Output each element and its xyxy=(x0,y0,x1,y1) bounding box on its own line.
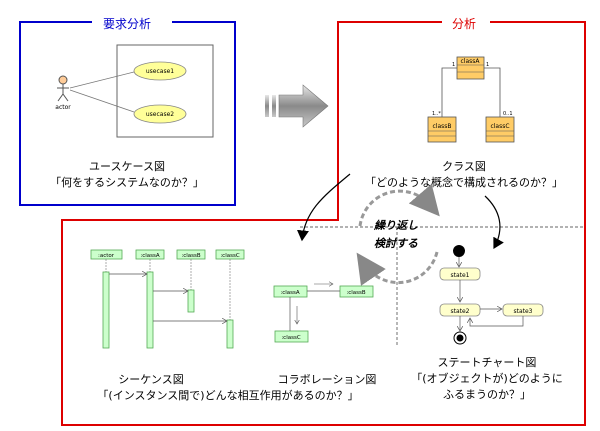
system-boundary xyxy=(116,44,214,138)
requirements-frame: 要求分析 actor usecase1 usecase2 ユースケース図 「何を… xyxy=(19,13,236,206)
final-state-dot xyxy=(456,334,464,342)
lifeline-classC-label: :classC xyxy=(220,253,240,259)
iteration-cycle: 繰り返し 検討する xyxy=(356,183,440,286)
analysis-title: 分析 xyxy=(452,17,476,31)
assoc-A-C xyxy=(484,67,501,117)
usecase-question: 「何をするシステムなのか？」 xyxy=(50,176,204,189)
lifeline-actor-box xyxy=(90,249,123,260)
assoc-A-B xyxy=(441,67,457,117)
activation-classA xyxy=(146,271,154,349)
statechart-question-line2: ふるまうのか？」 xyxy=(443,388,531,401)
collaboration-caption: コラボレーション図 xyxy=(278,373,377,386)
analysis-frame: 分析 xyxy=(61,13,586,426)
state3-label: state3 xyxy=(513,308,532,315)
activation-classB xyxy=(187,289,195,313)
requirements-title: 要求分析 xyxy=(103,17,151,31)
curve-arrow-left xyxy=(296,173,351,242)
mult-c: 0..1 xyxy=(503,111,513,117)
activation-actor xyxy=(102,271,110,349)
classB-box xyxy=(427,116,457,143)
classA-label: classA xyxy=(461,58,481,65)
collab-classC-label: :classC xyxy=(281,335,301,341)
interaction-question: 「(インスタンス間で)どんな相互作用があるのか？」 xyxy=(97,388,358,402)
mult-a1: 1 xyxy=(452,62,455,68)
usecase1-ellipse xyxy=(133,61,187,81)
sequence-caption: シーケンス図 xyxy=(118,373,183,386)
class-caption: クラス図 xyxy=(442,160,486,173)
mult-b: 1..* xyxy=(432,111,441,117)
requirements-title-bg xyxy=(92,13,172,31)
collab-classA-label: :classA xyxy=(280,290,300,296)
sequence-diagram: :actor :classA :classB :classC シーケンス図 xyxy=(90,249,245,386)
collab-classB-label: :classB xyxy=(346,290,366,296)
usecase1-label: usecase1 xyxy=(146,68,174,75)
flow-arrow xyxy=(265,84,329,128)
curve-arrow-right xyxy=(484,195,504,250)
usecase2-label: usecase2 xyxy=(146,111,174,118)
lifeline-actor-label: :actor xyxy=(98,253,115,259)
mult-a2: 1 xyxy=(486,62,489,68)
actor-figure xyxy=(57,75,69,102)
actor-usecase1-link xyxy=(69,71,135,89)
iteration-label-line1: 繰り返し xyxy=(373,219,418,232)
class-question: 「どのような概念で構成されるのか？」 xyxy=(365,175,563,189)
statechart-diagram: state1 state2 state3 ステートチャート図 「(オブジェクトが… xyxy=(411,245,563,401)
classC-box xyxy=(485,116,515,143)
collab-classA-box xyxy=(273,285,308,298)
state1-label: state1 xyxy=(450,272,469,279)
statechart-caption: ステートチャート図 xyxy=(438,356,537,369)
class-diagram: classA classB classC 1 1 1..* 0..1 クラス図 … xyxy=(365,56,563,189)
classC-label: classC xyxy=(490,123,509,130)
lifeline-classB-label: :classB xyxy=(181,253,201,259)
actor-label: actor xyxy=(55,104,71,111)
state2-label: state2 xyxy=(450,308,469,315)
collaboration-diagram: :classA :classB :classC コラボレーション図 xyxy=(273,284,377,386)
classB-label: classB xyxy=(432,123,451,130)
collab-classB-box xyxy=(339,285,374,298)
initial-state xyxy=(453,245,465,257)
usecase-caption: ユースケース図 xyxy=(89,160,165,173)
collab-classC-box xyxy=(274,330,309,343)
usecase2-ellipse xyxy=(133,104,187,124)
analysis-border xyxy=(61,21,586,426)
activation-classC xyxy=(226,319,234,349)
lifeline-classA-label: :classA xyxy=(140,253,160,259)
statechart-question-line1: 「(オブジェクトが)どのように xyxy=(411,371,563,385)
actor-usecase2-link xyxy=(69,89,135,113)
iteration-label-line2: 検討する xyxy=(374,237,418,250)
